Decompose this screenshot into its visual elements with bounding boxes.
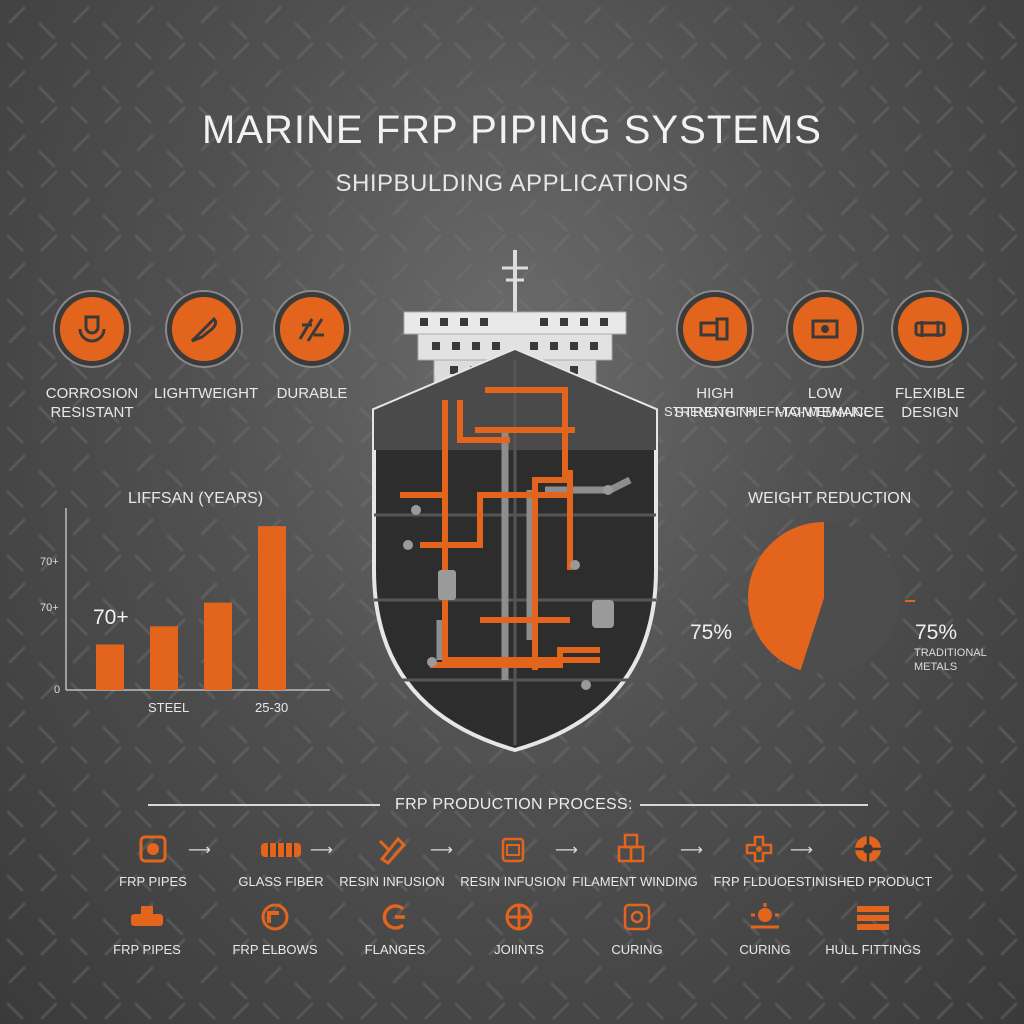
page-subtitle: SHIPBULDING APPLICATIONS (335, 170, 689, 197)
process-step: TINISHED PRODUCT (803, 832, 933, 889)
process-step: RESIN INFUSION (448, 832, 578, 889)
winding-icon (570, 832, 700, 866)
step-label: JOIINTS (494, 942, 544, 957)
y-tick-label: 70+ (40, 602, 59, 614)
step-label: RESIN INFUSION (460, 874, 566, 889)
step-label: CURING (739, 942, 791, 957)
bar-annotation: 70+ (93, 606, 129, 629)
page-title: MARINE FRP PIPING SYSTEMS (202, 108, 822, 152)
feature-low-maintenance: LOW MAINTENANCE (775, 292, 885, 422)
process-step: FRP ELBOWS (210, 900, 340, 957)
feature-lightweight: LIGHTWEIGHT (154, 292, 259, 403)
x-label-steel: STEEL (148, 700, 190, 715)
arrow-icon: ⟶ (430, 842, 453, 859)
curing-gear-icon (700, 900, 830, 934)
step-label: FRP PIPES (119, 874, 187, 889)
arrow-icon: ⟶ (310, 842, 333, 859)
weight-reduction-pie (748, 522, 900, 674)
process-step: CURING (700, 900, 830, 957)
curing-icon (572, 900, 702, 934)
orange-frp-pipes (400, 387, 600, 670)
glass-fiber-icon (216, 832, 346, 866)
hull-fittings-icon (808, 900, 938, 934)
overlapping-feature-text: STRENGTHINNEFI-TO-WEMANCE (664, 404, 873, 419)
y-tick-label: 0 (54, 684, 61, 696)
feature-label: LOW MAINTENANCE (775, 385, 885, 421)
step-label: FRP PIPES (113, 942, 181, 957)
x-label-range: 25-30 (255, 700, 289, 715)
strength-icon (678, 292, 752, 366)
pie-chart-title: WEIGHT REDUCTION (748, 490, 912, 507)
feature-durable: DURABLE (262, 292, 362, 403)
elbow-icon (210, 900, 340, 934)
infusion-icon (448, 832, 578, 866)
feature-label: FLEXIBLE DESIGN (894, 385, 966, 421)
bar (150, 626, 178, 690)
bar (258, 526, 286, 690)
step-label: TINISHED PRODUCT (803, 874, 933, 889)
flange-cross-icon (694, 832, 824, 866)
step-label: FLANGES (364, 942, 426, 957)
corrosion-icon (55, 292, 129, 366)
feature-corrosion-resistant: CORROSION RESISTANT (42, 292, 142, 422)
resin-icon (327, 832, 457, 866)
process-title: FRP PRODUCTION PROCESS: (395, 796, 633, 813)
process-step: GLASS FIBER (216, 832, 346, 889)
pie-slice (748, 522, 824, 671)
arrow-icon: ⟶ (680, 842, 703, 859)
step-label: GLASS FIBER (238, 874, 324, 889)
durable-icon (275, 292, 349, 366)
feather-icon (167, 292, 241, 366)
step-label: HULL FITTINGS (825, 942, 921, 957)
bar-chart-title: LIFFSAN (YEARS) (128, 490, 264, 507)
feature-label: CORROSION RESISTANT (45, 385, 139, 421)
feature-high-strength: HIGH STRENGTH (665, 292, 765, 422)
divider-right (640, 804, 868, 806)
step-label: FRP ELBOWS (232, 942, 318, 957)
process-step: CURING (572, 900, 702, 957)
pipe-valve-icon (82, 900, 212, 934)
finished-product-icon (803, 832, 933, 866)
process-step: FILAMENT WINDING (570, 832, 700, 889)
pie-leader-line (905, 600, 915, 602)
bar (96, 644, 124, 690)
feature-flexible-design: FLEXIBLE DESIGN (880, 292, 980, 422)
feature-label: DURABLE (276, 385, 348, 402)
pie-label-frp: 75% (690, 621, 733, 644)
step-label: FRP FLDUOES (713, 874, 805, 889)
process-step: JOIINTS (454, 900, 584, 957)
maintenance-icon (788, 292, 862, 366)
ship-cross-section (372, 250, 658, 753)
process-step: FRP PIPES (82, 900, 212, 957)
y-tick-label: 70+ (40, 556, 59, 568)
arrow-icon: ⟶ (790, 842, 813, 859)
feature-label: HIGH STRENGTH (673, 385, 757, 421)
pipe-fittings (403, 485, 614, 690)
arrow-icon: ⟶ (555, 842, 578, 859)
pie-annotation: TRADITIONAL METALS (914, 647, 987, 673)
divider-left (148, 804, 380, 806)
step-label: FILAMENT WINDING (572, 874, 698, 889)
process-step: FRP FLDUOES (694, 832, 824, 889)
feature-label: LIGHTWEIGHT (154, 385, 259, 402)
arrow-icon: ⟶ (188, 842, 211, 859)
pipe-icon (88, 832, 218, 866)
process-step: FRP PIPES (88, 832, 218, 889)
bar (204, 602, 232, 690)
process-step: RESIN INFUSION (327, 832, 457, 889)
pie-slice (800, 522, 900, 674)
lifespan-bar-chart (65, 508, 330, 691)
flexible-pipe-icon (893, 292, 967, 366)
process-step: HULL FITTINGS (808, 900, 938, 957)
step-label: CURING (611, 942, 663, 957)
process-step: FLANGES (330, 900, 460, 957)
joint-icon (454, 900, 584, 934)
flange-icon (330, 900, 460, 934)
step-label: RESIN INFUSION (339, 874, 445, 889)
pie-label-metal: 75% (915, 621, 958, 644)
